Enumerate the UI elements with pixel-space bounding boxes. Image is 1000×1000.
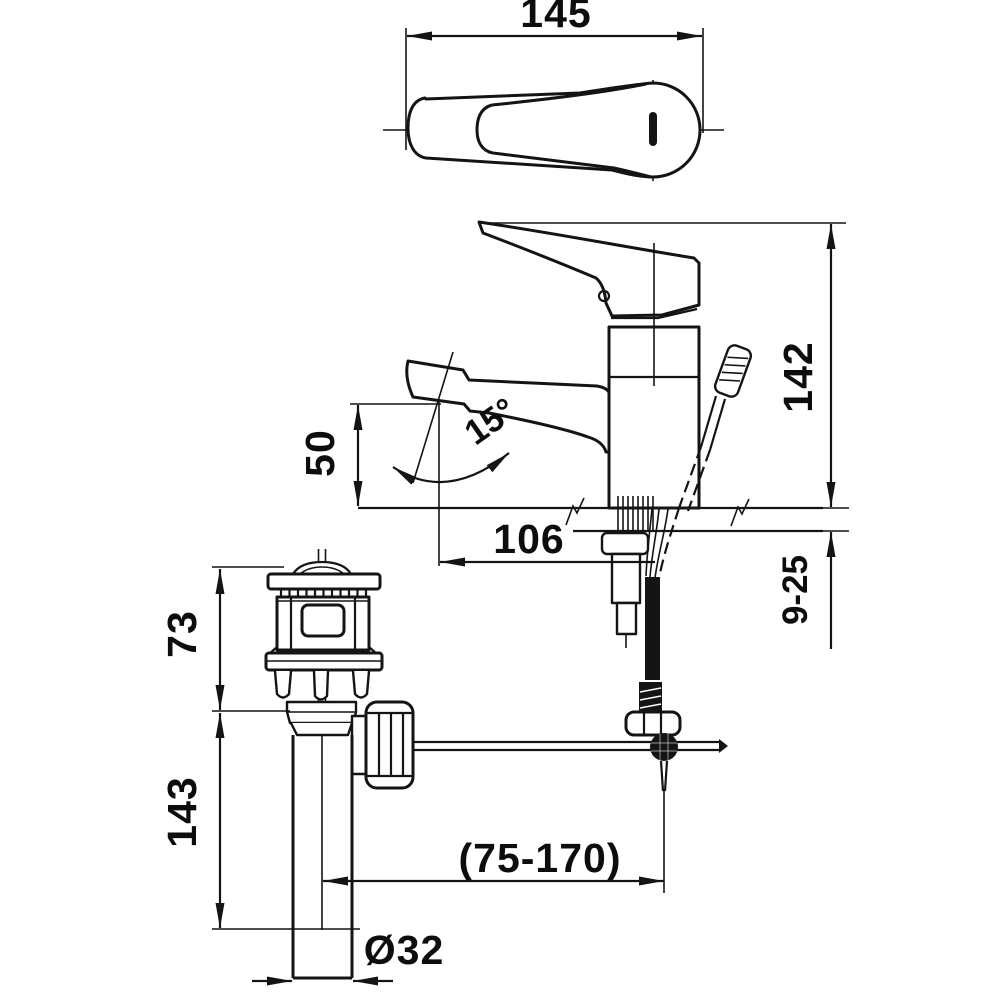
dim-tailpipe-length: 143 <box>159 713 360 930</box>
dim-mount-thickness: 9-25 <box>776 507 849 649</box>
dim-popup-height: 73 <box>159 566 290 712</box>
faucet-side-view <box>405 220 701 648</box>
drain-tailpipe <box>291 735 354 980</box>
popup-drain-assembly <box>264 549 415 980</box>
dim-106-label: 106 <box>493 516 564 562</box>
deck-break-mark-left <box>565 497 585 526</box>
popup-rod-sleeve <box>645 577 660 680</box>
handle-center-slot <box>649 112 657 146</box>
dim-142-label: 142 <box>775 341 821 412</box>
handle-top-view: 145 <box>383 0 724 181</box>
dim-tail-diameter: Ø32 <box>252 927 445 986</box>
lift-rod-linkage <box>413 344 753 893</box>
lever-hinge-pin <box>597 289 611 303</box>
tee-coupling-nut <box>364 700 415 790</box>
drain-top-flange <box>266 572 382 591</box>
lift-rod-knob <box>713 344 753 398</box>
handle-inner-cap <box>475 103 494 155</box>
lift-rod <box>677 395 727 512</box>
dim-73-label: 73 <box>159 610 205 658</box>
dim-range-label: (75-170) <box>459 835 622 881</box>
handle-inner-top-edge <box>491 82 647 107</box>
countertop-section <box>358 497 823 533</box>
handle-inner-bottom-edge <box>492 151 652 179</box>
drain-cage-window <box>300 603 346 638</box>
dim-spout-height: 50 <box>297 403 441 506</box>
handle-outer-outline <box>406 81 702 179</box>
rod-adjuster-nut <box>624 710 682 737</box>
drain-cage <box>268 595 378 655</box>
dim-rod-range: (75-170) <box>323 835 664 886</box>
tee-collar <box>350 714 368 776</box>
popup-rod-threads <box>639 682 662 712</box>
dim-overall-height: 142 <box>483 222 846 507</box>
dim-d32-label: Ø32 <box>364 927 445 973</box>
faucet-lever <box>477 220 701 318</box>
drain-body-taper <box>289 722 354 737</box>
threaded-shank <box>617 496 654 531</box>
dim-143-label: 143 <box>159 776 205 847</box>
hose-and-rod-curves <box>645 507 681 579</box>
ball-joint <box>650 733 678 761</box>
faucet-spout <box>405 359 611 454</box>
dim-50-label: 50 <box>297 429 343 477</box>
dim-spout-reach: 106 <box>440 516 655 567</box>
deck-break-mark-right <box>730 498 750 527</box>
faucet-collar <box>611 307 698 320</box>
drain-prongs <box>273 670 371 701</box>
drain-dome-cap <box>292 560 352 575</box>
drain-dome-inner <box>299 566 345 575</box>
rod-lower-tail <box>659 760 669 893</box>
dim-925-label: 9-25 <box>776 555 815 625</box>
dim-145-label: 145 <box>520 0 591 36</box>
angle-arc <box>392 452 510 485</box>
horizontal-linkage-bar <box>413 739 728 753</box>
supply-stud <box>600 531 650 648</box>
dim-handle-length: 145 <box>405 0 704 150</box>
